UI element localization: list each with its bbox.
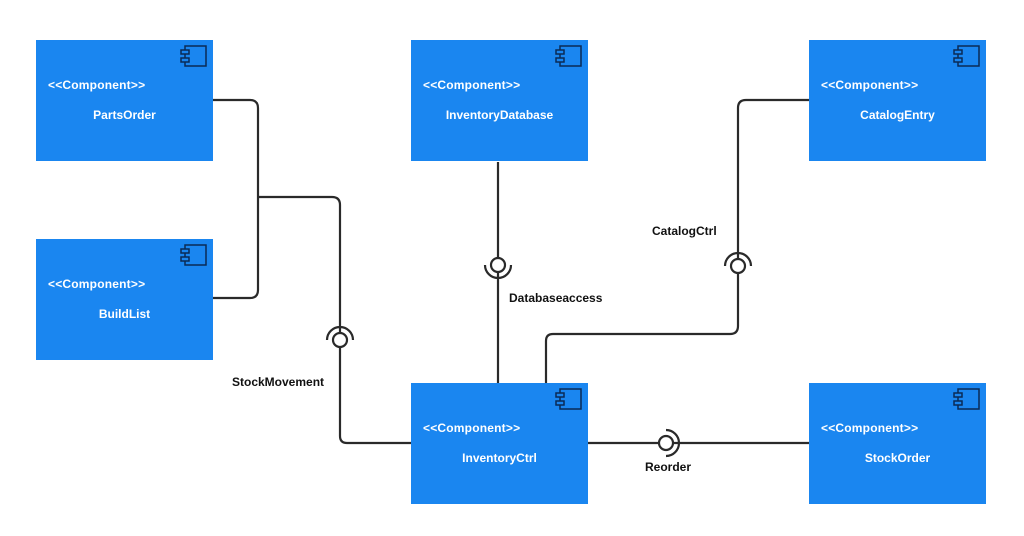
- component-name: StockOrder: [864, 451, 931, 465]
- component-icon: [180, 244, 207, 266]
- component-buildlist[interactable]: <<Component>> BuildList: [36, 239, 213, 360]
- component-stereotype: <<Component>>: [423, 421, 521, 435]
- connector-buildlist: [213, 197, 260, 300]
- component-icon: [180, 45, 207, 67]
- connector-catalogctrl-to-inventoryctrl: [544, 273, 740, 383]
- connector-catalogentry-to-catalogctrl: [736, 98, 809, 259]
- component-stereotype: <<Component>>: [423, 78, 521, 92]
- component-icon: [953, 45, 980, 67]
- component-name: InventoryDatabase: [445, 108, 554, 122]
- component-stereotype: <<Component>>: [821, 421, 919, 435]
- interface-databaseaccess: [483, 256, 513, 280]
- component-stereotype: <<Component>>: [48, 277, 146, 291]
- interface-label-stockmovement: StockMovement: [232, 375, 325, 389]
- connector-stockmovement-to-inventoryctrl: [338, 347, 412, 445]
- component-name: CatalogEntry: [860, 108, 935, 122]
- interface-label-databaseaccess: Databaseaccess: [509, 291, 603, 305]
- component-inventoryctrl[interactable]: <<Component>> InventoryCtrl: [411, 383, 588, 504]
- component-icon: [953, 388, 980, 410]
- component-name: PartsOrder: [93, 108, 156, 122]
- connector-junction-to-stockmovement: [258, 195, 342, 333]
- component-stereotype: <<Component>>: [48, 78, 146, 92]
- interface-catalogctrl: [723, 251, 753, 275]
- component-icon: [555, 388, 582, 410]
- component-inventorydatabase[interactable]: <<Component>> InventoryDatabase: [411, 40, 588, 161]
- interface-label-catalogctrl: CatalogCtrl: [652, 224, 717, 238]
- component-name: BuildList: [98, 307, 151, 321]
- interface-label-reorder: Reorder: [645, 460, 692, 474]
- component-icon: [555, 45, 582, 67]
- component-stockorder[interactable]: <<Component>> StockOrder: [809, 383, 986, 504]
- interface-stockmovement: [325, 325, 355, 349]
- connector-partsorder: [213, 98, 260, 197]
- component-catalogentry[interactable]: <<Component>> CatalogEntry: [809, 40, 986, 161]
- interface-reorder: [657, 428, 681, 458]
- component-name: InventoryCtrl: [462, 451, 537, 465]
- component-partsorder[interactable]: <<Component>> PartsOrder: [36, 40, 213, 161]
- component-stereotype: <<Component>>: [821, 78, 919, 92]
